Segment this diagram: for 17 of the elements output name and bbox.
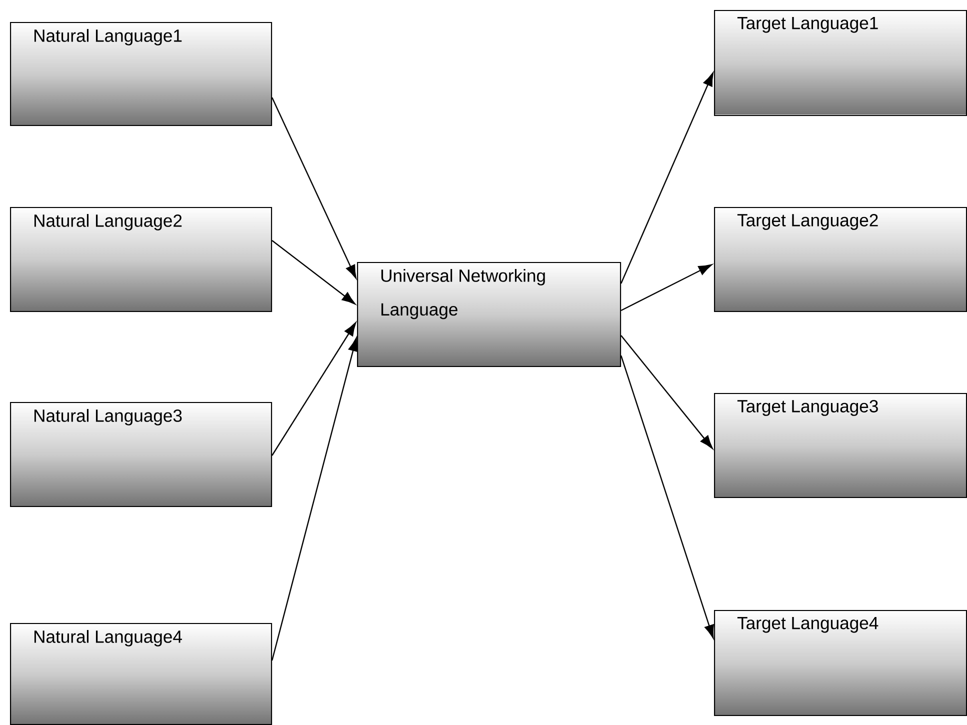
process-box: Natural Language1 [10, 22, 272, 126]
process-box: Target Language1 [714, 10, 967, 116]
process-box: Universal Networking Language [357, 262, 622, 368]
process-box: Target Language3 [714, 392, 967, 498]
process-box: Target Language2 [714, 206, 967, 312]
process-box: Natural Language4 [10, 622, 272, 725]
arrow [272, 97, 356, 279]
process-box: Target Language4 [714, 610, 967, 716]
arrow [620, 355, 714, 638]
arrow [272, 240, 356, 304]
arrow [620, 264, 712, 312]
process-box: Natural Language3 [10, 402, 272, 508]
arrow [620, 72, 714, 284]
process-box: Natural Language2 [10, 206, 272, 312]
arrow [620, 335, 713, 449]
arrow [272, 322, 356, 456]
arrow [271, 338, 358, 661]
